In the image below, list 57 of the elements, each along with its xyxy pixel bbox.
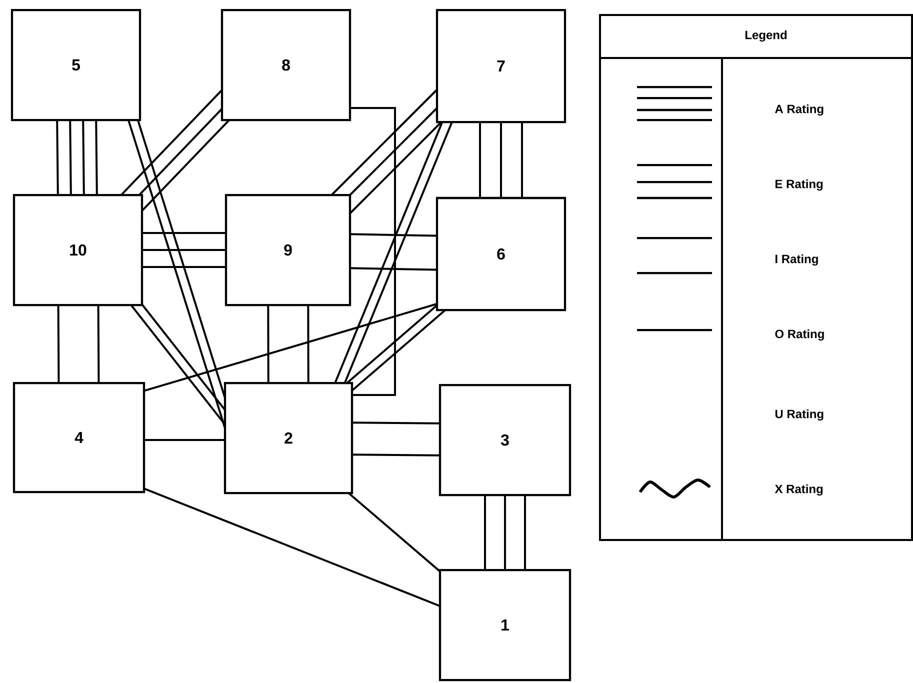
legend-label: U Rating: [775, 409, 824, 421]
relationship-line: [351, 309, 446, 392]
relationship-line: [56, 120, 59, 196]
relationship-line: [142, 249, 226, 251]
relationship-line: [500, 122, 502, 198]
relationship-line: [307, 305, 310, 383]
relationship-line: [334, 122, 444, 384]
relationship-line: [504, 495, 506, 570]
relationship-line: [144, 439, 225, 441]
relationship-line: [69, 120, 72, 196]
relationship-line: [349, 107, 438, 196]
relationship-line: [57, 305, 60, 384]
legend-title: Legend: [745, 30, 787, 42]
relationship-line: [82, 120, 85, 196]
relationship-line: [267, 305, 270, 383]
relationship-line: [484, 495, 486, 570]
legend-label: E Rating: [776, 179, 823, 191]
relationship-line: [120, 89, 223, 196]
relationship-line: [95, 120, 98, 196]
department-box: 8: [220, 8, 352, 122]
legend-label: O Rating: [775, 329, 824, 341]
relationship-line: [138, 108, 223, 196]
relationship-line: [348, 492, 441, 572]
relationship-line: [344, 122, 453, 384]
relationship-line: [144, 302, 438, 392]
relationship-line: [142, 266, 226, 268]
relationship-line: [524, 495, 526, 570]
legend-label: A Rating: [775, 104, 824, 116]
relationship-line: [141, 304, 226, 411]
legend-label: X Rating: [774, 484, 823, 496]
department-box: 7: [436, 8, 566, 124]
relationship-line: [350, 107, 396, 396]
relationship-line: [330, 88, 438, 196]
relationship-line: [479, 122, 481, 198]
relationship-line: [346, 304, 438, 384]
relationship-line: [350, 233, 438, 237]
relationship-line: [521, 122, 523, 198]
relationship-line: [142, 232, 226, 234]
relationship-line: [350, 267, 438, 271]
department-box: 10: [12, 194, 144, 306]
department-box: 9: [224, 194, 352, 306]
relationship-line: [352, 454, 440, 456]
relationship-line: [97, 305, 100, 383]
department-box: 6: [436, 196, 566, 312]
department-box: 4: [12, 382, 146, 494]
relationship-line: [130, 304, 226, 426]
department-box: 1: [438, 568, 572, 682]
relationship-line: [127, 120, 226, 428]
relationship-line: [136, 120, 226, 398]
relationship-line: [349, 121, 442, 214]
department-box: 5: [10, 8, 142, 122]
legend-label: I Rating: [776, 254, 818, 266]
department-box: 3: [438, 384, 572, 496]
department-box: 2: [224, 382, 354, 494]
relationship-line: [352, 422, 440, 424]
relationship-line: [144, 488, 440, 607]
relationship-line: [141, 119, 230, 212]
